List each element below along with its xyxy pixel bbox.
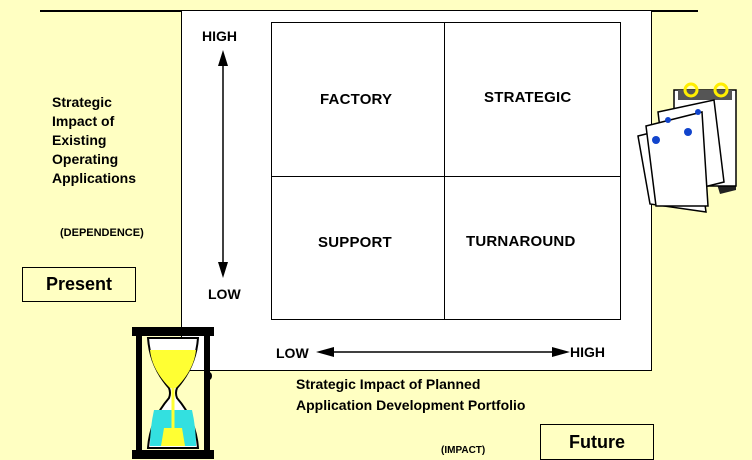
y-axis-title-line: Existing [52, 132, 107, 148]
x-axis-high-label: HIGH [570, 344, 605, 360]
y-axis-low-label: LOW [208, 286, 241, 302]
y-axis-high-label: HIGH [202, 28, 237, 44]
future-tag-label: Future [569, 431, 625, 452]
x-axis-title-line: Strategic Impact of Planned [296, 376, 481, 392]
grid-vertical-divider [444, 22, 445, 320]
quadrant-turnaround: TURNAROUND [466, 233, 576, 250]
hourglass-icon [132, 327, 214, 459]
quadrant-support: SUPPORT [318, 234, 392, 251]
present-tag-label: Present [45, 274, 113, 294]
future-tag: Future [540, 424, 654, 460]
quadrant-strategic: STRATEGIC [484, 89, 572, 106]
y-axis-title-line: Operating [52, 151, 119, 167]
x-axis-low-label: LOW [276, 345, 309, 361]
y-axis-title-line: Impact of [52, 113, 115, 129]
grid-horizontal-divider [271, 176, 621, 177]
y-axis-title: Strategic Impact of Existing Operating A… [52, 93, 172, 188]
calendar-icon [637, 82, 737, 213]
present-tag: Present [22, 267, 136, 302]
matrix-grid [271, 22, 621, 320]
y-axis-paren-label: (DEPENDENCE) [60, 227, 144, 239]
x-axis-title-line: Application Development Portfolio [296, 397, 526, 413]
quadrant-factory: FACTORY [320, 91, 393, 108]
matrix-panel [181, 10, 652, 371]
x-axis-title: Strategic Impact of Planned Application … [296, 374, 525, 416]
y-axis-title-line: Strategic [52, 94, 112, 110]
y-axis-title-line: Applications [52, 170, 137, 186]
x-axis-paren-label: (IMPACT) [441, 445, 486, 456]
